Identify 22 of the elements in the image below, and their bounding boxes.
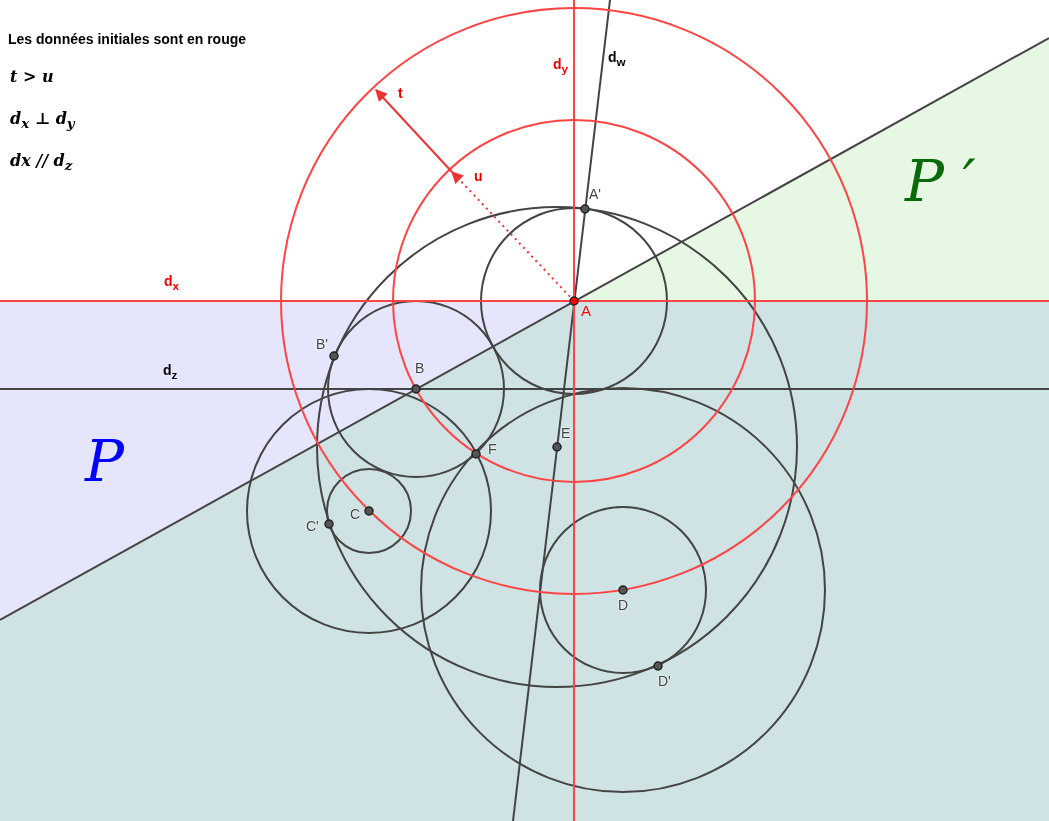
point-label: E <box>561 426 571 442</box>
region-label: P ′ <box>905 150 976 214</box>
point-label: D <box>618 598 629 614</box>
line-label: d$_{y}$ <box>553 57 569 76</box>
formula: t > u <box>10 68 54 86</box>
point-label: A' <box>589 187 601 203</box>
vector-label: t <box>398 86 403 102</box>
vector-label: u <box>474 169 483 185</box>
note-text: Les données initiales sont en rouge <box>8 32 247 48</box>
point-label: D' <box>658 674 671 690</box>
line-label: d$_{x}$ <box>164 274 180 293</box>
point-label: F <box>488 442 497 458</box>
point-label: C <box>350 507 361 523</box>
line-label: d$_{w}$ <box>608 50 626 69</box>
point-label: B' <box>316 337 328 353</box>
region-label: P <box>85 430 125 494</box>
point-label: C' <box>306 519 319 535</box>
line-label: d$_{z}$ <box>163 363 178 382</box>
formula: dx // d$_{z}$ <box>10 152 73 173</box>
point-label: A <box>581 303 591 320</box>
formula: d$_{x}$ ⊥ d$_{y}$ <box>10 110 75 131</box>
point-label: B <box>415 361 425 377</box>
